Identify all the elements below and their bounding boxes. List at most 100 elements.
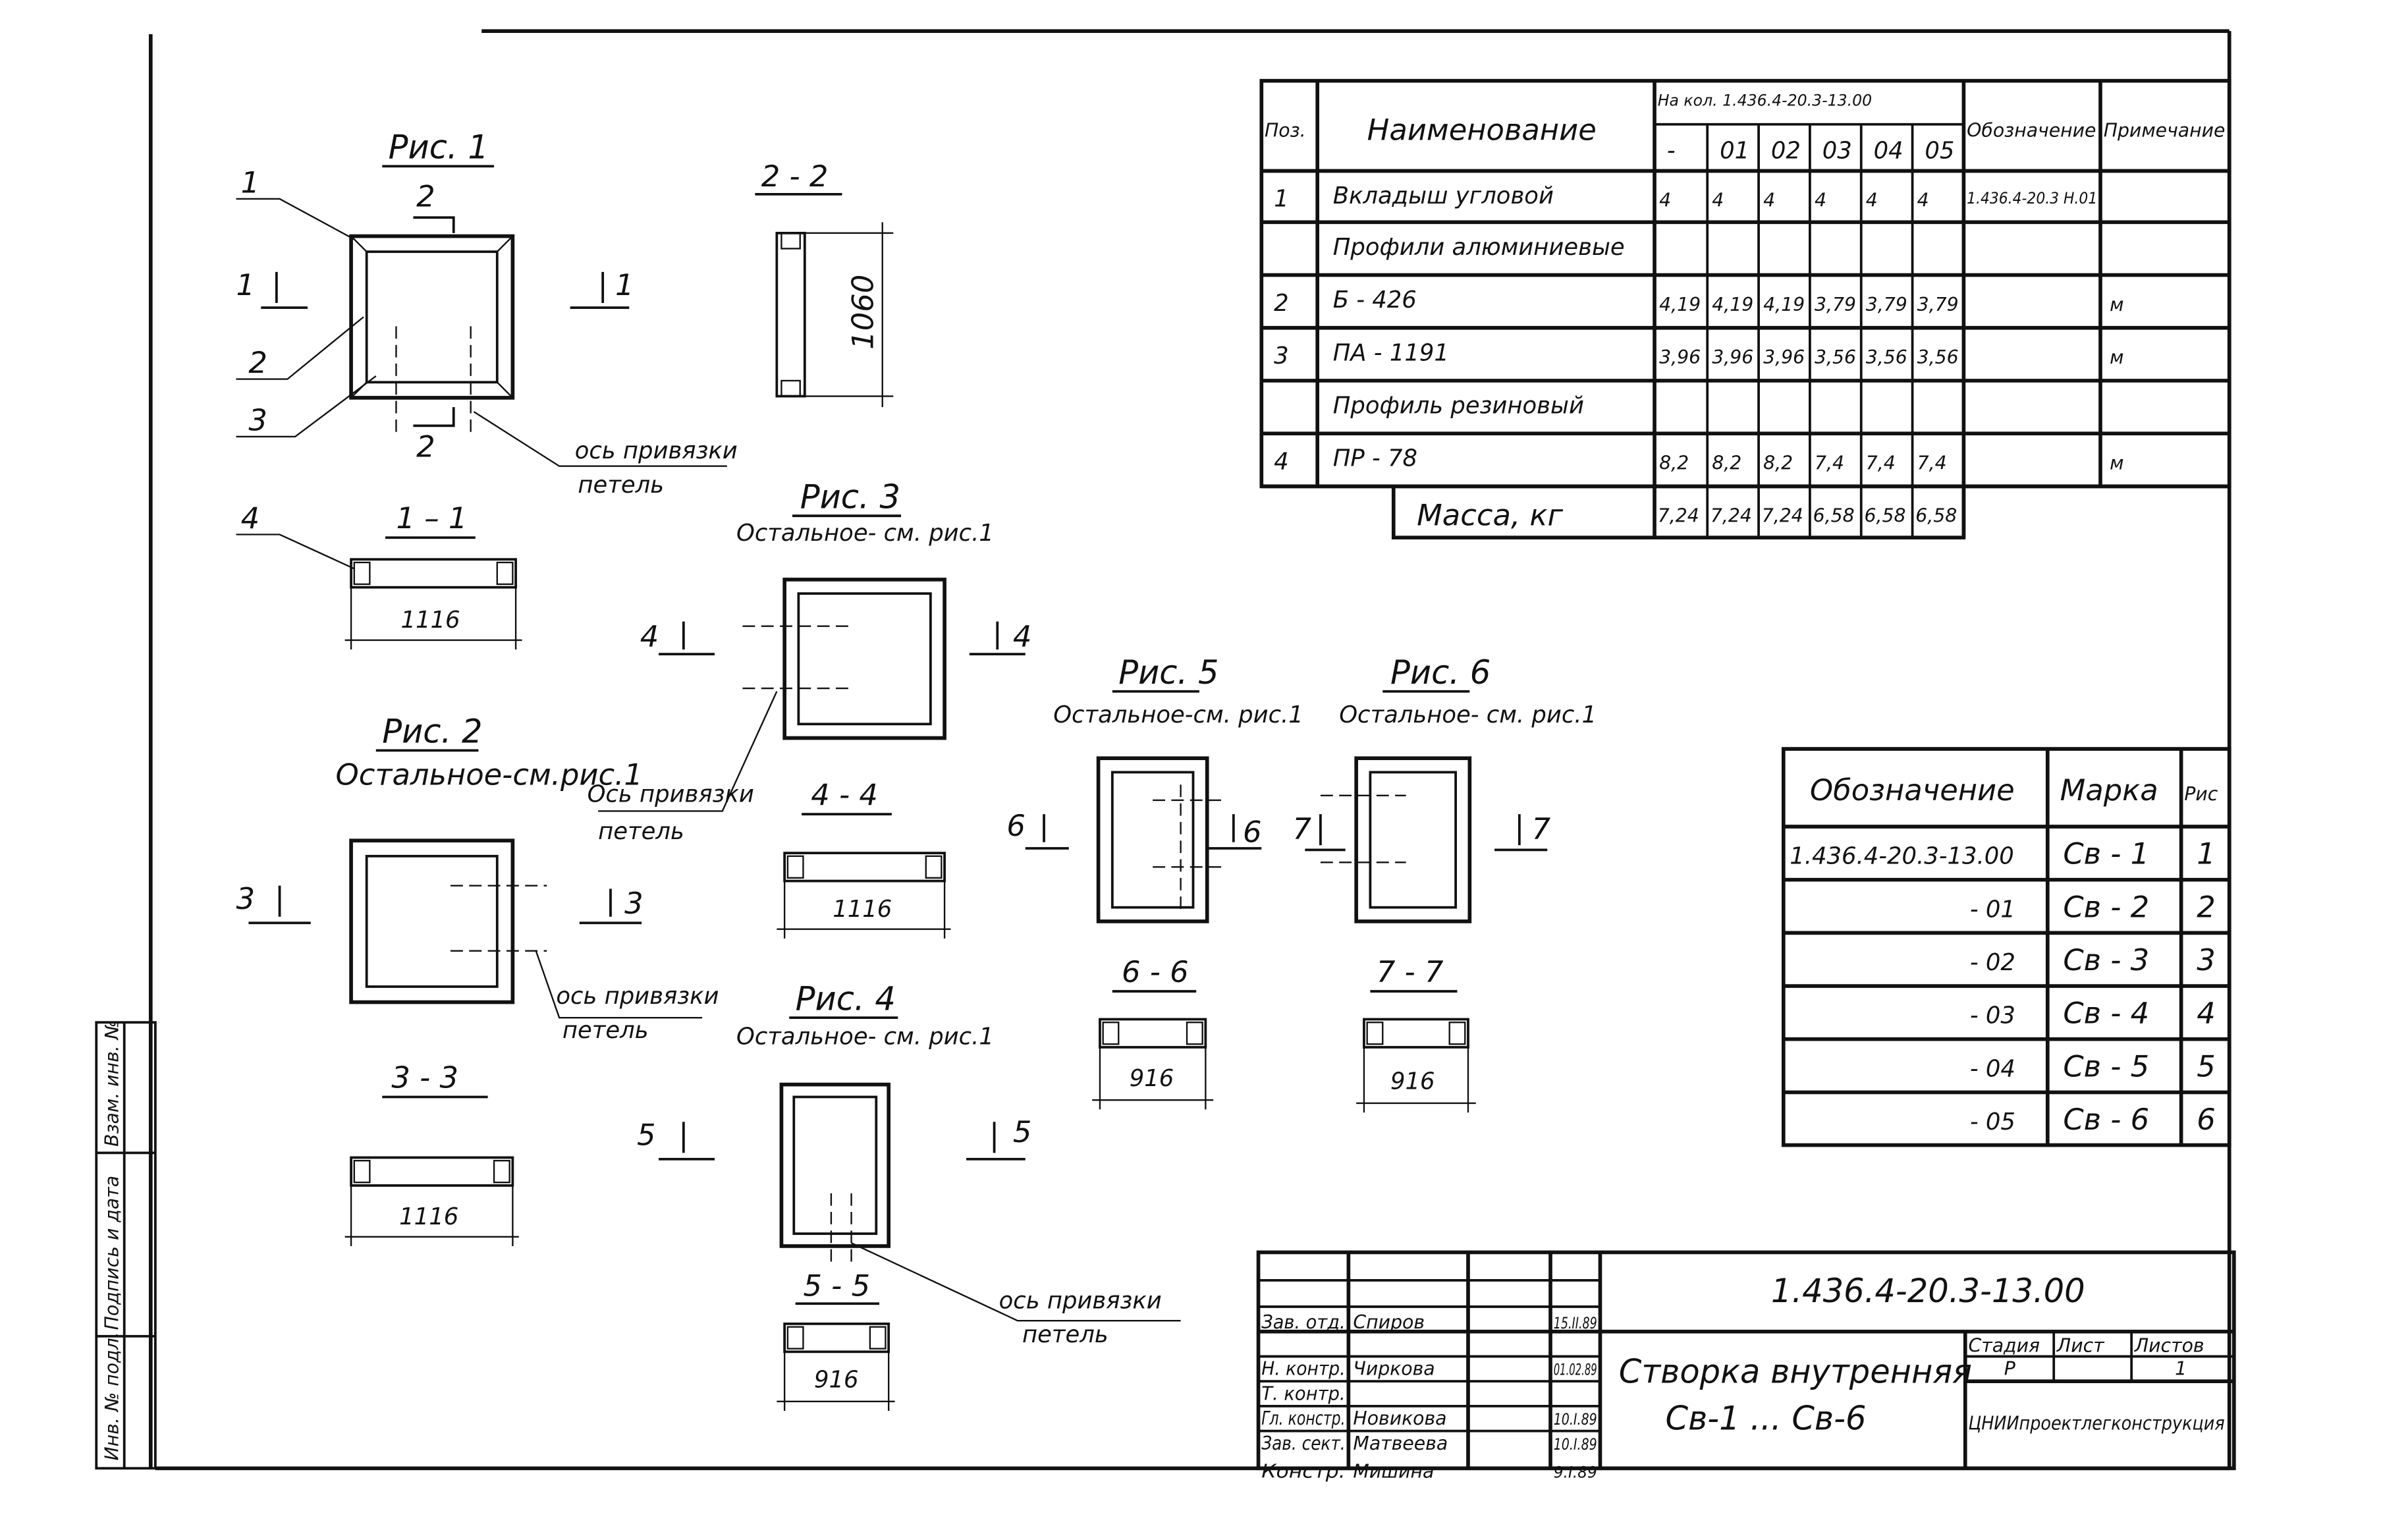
section-mark-2-top: 2: [416, 179, 435, 214]
spec-row-value: 4,19: [1712, 294, 1753, 315]
sheets-label: Листов: [2134, 1334, 2204, 1356]
figure-3-axis-note-line1: Ось привязки: [588, 780, 754, 807]
mark-figure: 3: [2197, 943, 2216, 977]
side-stamp: Взам. инв. № Подпись и дата Инв. № подл.: [95, 1020, 157, 1470]
mark-figure: 6: [2197, 1102, 2216, 1137]
organization-name: ЦНИИпроектлегконструкция: [1968, 1412, 2224, 1434]
figure-2-axis-note-line2: петель: [562, 1017, 649, 1044]
leader-3: 3: [248, 402, 267, 437]
spec-row-value: 3,96: [1712, 346, 1753, 368]
variant-header: -: [1667, 138, 1676, 165]
section-mark-1-right: 1: [615, 267, 634, 302]
mark-figure: 2: [2197, 889, 2216, 924]
mark-table-header: Марка: [2060, 773, 2158, 807]
spec-row-value: 7,4: [1815, 452, 1844, 474]
signatory-date: 01.02.89: [1554, 1361, 1597, 1379]
axis-note-line1: ось привязки: [575, 437, 738, 464]
dim-1116-b: 1116: [833, 896, 892, 923]
mark-code: Св - 1: [2063, 836, 2149, 871]
signatory-name: Мишина: [1353, 1460, 1434, 1482]
spec-row-pos: 3: [1274, 342, 1289, 369]
variant-header: 01: [1720, 138, 1749, 165]
mark-designation: - 02: [1970, 949, 2015, 976]
spec-row-value: 3,79: [1917, 294, 1959, 315]
figure-4-note: Остальное- см. рис.1: [736, 1023, 994, 1050]
signatory-role: Зав. отд.: [1261, 1311, 1345, 1333]
figure-6-title: Рис. 6: [1390, 653, 1491, 692]
header-name: Наименование: [1367, 112, 1597, 147]
section-5-5: 5 - 5 916: [777, 1268, 895, 1411]
document-name-line1: Створка внутренняя: [1619, 1353, 1972, 1391]
mark-figure: 4: [2197, 996, 2216, 1031]
mark-code: Св - 2: [2063, 889, 2149, 924]
dim-916-b: 916: [1130, 1065, 1174, 1092]
mark-designation: 1.436.4-20.3-13.00: [1790, 843, 2014, 870]
signatory-name: Матвеева: [1353, 1433, 1448, 1454]
mass-value: 7,24: [1658, 505, 1699, 527]
signatory-date: 9.I.89: [1554, 1463, 1597, 1481]
section-mark-5-left: 5: [637, 1118, 656, 1153]
spec-row-name: Вкладыш угловой: [1333, 182, 1554, 209]
inv-original-label: Инв. № подл.: [101, 1332, 123, 1460]
header-variants-group: На кол. 1.436.4-20.3-13.00: [1658, 91, 1872, 109]
axis-note-line2: петель: [578, 472, 664, 499]
signatory-date: 10.I.89: [1554, 1410, 1597, 1429]
mark-code: Св - 6: [2063, 1102, 2149, 1137]
spec-row-value: 3,56: [1917, 346, 1959, 368]
spec-row-value: 4: [1917, 190, 1929, 211]
replace-inv-label: Взам. инв. №: [101, 1020, 123, 1147]
section-4-4: 4 - 4 1116: [777, 777, 951, 939]
sheets-value: 1: [2175, 1358, 2187, 1380]
leader-1: 1: [241, 165, 260, 200]
spec-row-value: 7,4: [1917, 452, 1947, 474]
spec-row-value: 4: [1866, 190, 1878, 211]
figure-3-axis-note-line2: петель: [598, 818, 684, 845]
figure-2-axis-note-line1: ось привязки: [556, 983, 719, 1010]
mark-code: Св - 5: [2063, 1049, 2149, 1083]
leader-4: 4: [241, 501, 260, 535]
spec-row-pos: 4: [1274, 448, 1289, 475]
section-6-6: 6 - 6 916: [1092, 954, 1214, 1110]
signatory-name: Чиркова: [1353, 1358, 1435, 1380]
spec-row-value: 7,4: [1866, 452, 1896, 474]
spec-row-value: 4: [1763, 190, 1775, 211]
figure-2-title: Рис. 2: [382, 713, 482, 751]
section-3-3: 3 - 3 1116: [344, 1060, 519, 1246]
spec-row-value: 8,2: [1763, 452, 1793, 474]
section-mark-6-right: 6: [1243, 815, 1262, 850]
figure-1-title: Рис. 1: [389, 128, 489, 167]
mark-figure: 1: [2197, 836, 2216, 871]
spec-row-value: 3,79: [1866, 294, 1907, 315]
section-1-1-title: 1 – 1: [396, 501, 467, 535]
specification-table: Поз. Наименование На кол. 1.436.4-20.3-1…: [1259, 78, 2231, 540]
spec-row-note: м: [2110, 346, 2123, 368]
document-code: 1.436.4-20.3-13.00: [1771, 1272, 2085, 1310]
section-5-5-title: 5 - 5: [803, 1268, 870, 1303]
variant-header: 02: [1771, 138, 1801, 165]
mark-table-header: Рис: [2184, 783, 2218, 805]
figure-4-axis-note-line2: петель: [1022, 1321, 1108, 1348]
spec-row-value: 3,96: [1763, 346, 1805, 368]
section-mark-1-left: 1: [236, 267, 256, 302]
header-designation: Обозначение: [1967, 120, 2096, 142]
document-name-line2: Св-1 ... Св-6: [1666, 1399, 1867, 1437]
section-mark-2-bottom: 2: [416, 429, 435, 464]
mass-value: 6,58: [1915, 505, 1957, 527]
section-mark-4-right: 4: [1013, 618, 1032, 653]
spec-row-value: 3,56: [1866, 346, 1907, 368]
figure-6-note: Остальное- см. рис.1: [1339, 701, 1597, 728]
mark-designation: - 03: [1970, 1002, 2015, 1029]
spec-row-value: 8,2: [1659, 452, 1689, 474]
section-mark-7-left: 7: [1292, 811, 1311, 846]
signatory-date: 15.II.89: [1554, 1314, 1597, 1332]
signatory-name: Новикова: [1353, 1408, 1446, 1429]
dim-1060: 1060: [846, 275, 881, 350]
spec-row-name: Профиль резиновый: [1333, 392, 1584, 419]
signature-date-label: Подпись и дата: [101, 1176, 123, 1330]
spec-row-value: 8,2: [1712, 452, 1741, 474]
dim-1116-a: 1116: [401, 607, 460, 634]
header-note: Примечание: [2104, 120, 2226, 142]
figure-5-note: Остальное-см. рис.1: [1053, 701, 1303, 728]
section-7-7-title: 7 - 7: [1377, 954, 1444, 989]
